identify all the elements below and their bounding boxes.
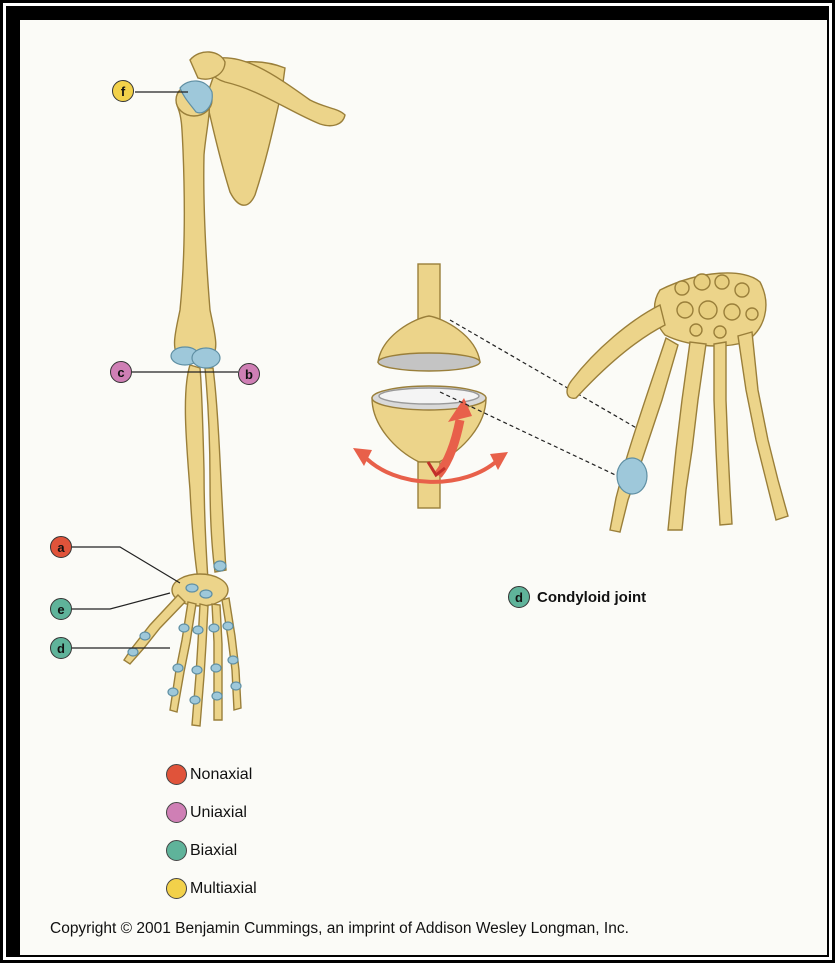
condyloid-label: Condyloid joint [537, 589, 646, 606]
middle-finger [668, 342, 706, 530]
label-badge-e: e [50, 598, 72, 620]
legend-item-nonaxial: Nonaxial [166, 764, 252, 785]
label-badge-a: a [50, 536, 72, 558]
legend-dot-nonaxial [166, 764, 187, 785]
skeletal-arm-illustration [20, 20, 827, 955]
elbow-cartilage-2 [192, 348, 220, 368]
radius [205, 368, 226, 572]
legend-item-biaxial: Biaxial [166, 840, 237, 861]
image-frame: f c b a e d d Condyloid joint Nonaxial U… [3, 3, 832, 960]
legend-label: Biaxial [190, 842, 237, 860]
ring-finger [714, 342, 732, 525]
little-finger [738, 332, 788, 520]
copyright-notice: Copyright © 2001 Benjamin Cummings, an i… [50, 920, 629, 938]
label-badge-d: d [50, 637, 72, 659]
arm-skeleton [124, 52, 345, 726]
legend-item-multiaxial: Multiaxial [166, 878, 257, 899]
legend-item-uniaxial: Uniaxial [166, 802, 247, 823]
label-badge-c: c [110, 361, 132, 383]
humerus [175, 88, 216, 360]
condyloid-caption: d Condyloid joint [508, 586, 646, 608]
radioulnar-distal [214, 561, 226, 571]
ulna [185, 365, 208, 580]
lower-shaft [418, 462, 440, 508]
legend-label: Multiaxial [190, 880, 257, 898]
hand-joint-cartilage [617, 458, 647, 494]
legend-dot-uniaxial [166, 802, 187, 823]
legend-dot-biaxial [166, 840, 187, 861]
label-badge-f: f [112, 80, 134, 102]
legend-dot-multiaxial [166, 878, 187, 899]
legend-label: Nonaxial [190, 766, 252, 784]
legend-label: Uniaxial [190, 804, 247, 822]
label-badge-b: b [238, 363, 260, 385]
condyloid-badge: d [508, 586, 530, 608]
mcp-condyloid-joint [617, 458, 647, 494]
index-metacarpal [610, 338, 678, 532]
hand-detail [567, 273, 788, 532]
figure-canvas: f c b a e d d Condyloid joint Nonaxial U… [20, 20, 827, 955]
